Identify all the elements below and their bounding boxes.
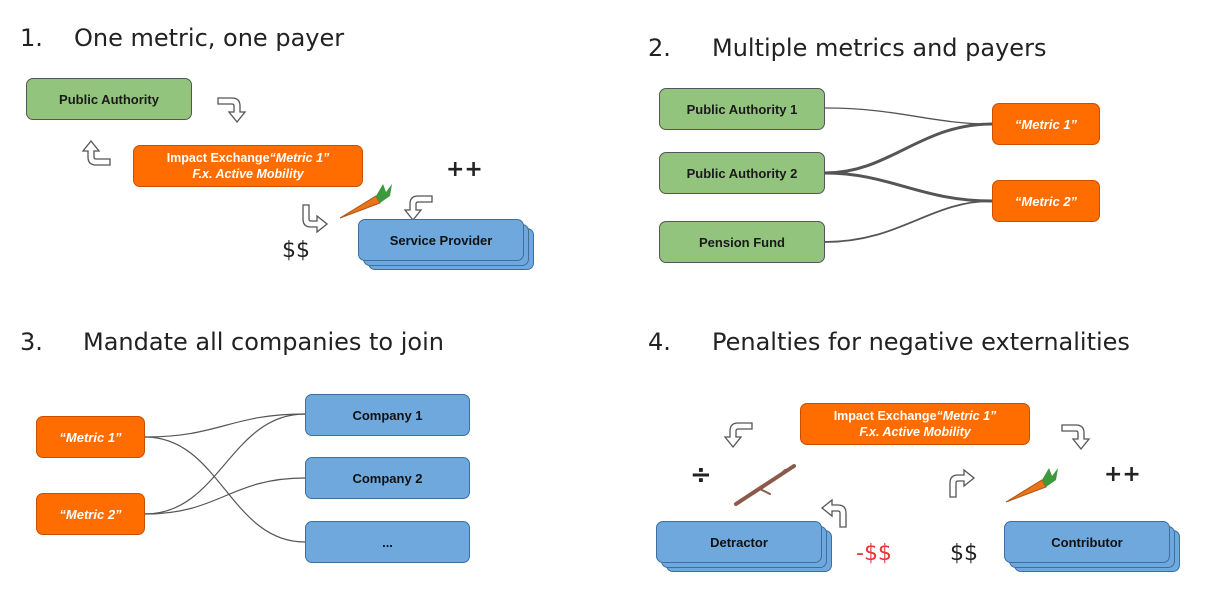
impact-exchange-label: Impact Exchange: [833, 409, 937, 423]
panel-2-title: Multiple metrics and payers: [712, 34, 1047, 62]
curved-arrow-icon: [949, 469, 975, 498]
curved-arrow-icon: [1061, 424, 1090, 450]
curved-arrow-icon: [82, 140, 111, 166]
impact-exchange-box: Impact Exchange“Metric 1” F.x. Active Mo…: [800, 403, 1030, 445]
reward-label: ++: [1104, 462, 1141, 487]
metric-box: “Metric 2”: [36, 493, 145, 535]
company-box: ...: [305, 521, 470, 563]
contributor-box: Contributor: [1004, 521, 1170, 563]
detractor-box: Detractor: [656, 521, 822, 563]
panel-4-title: Penalties for negative externalities: [712, 328, 1130, 356]
panel-2-heading: 2. Multiple metrics and payers: [648, 34, 1046, 62]
curved-arrow-icon: [404, 195, 433, 221]
payer-box: Pension Fund: [659, 221, 825, 263]
impact-exchange-metric: “Metric 1”: [269, 151, 330, 165]
impact-exchange-title: Impact Exchange“Metric 1”: [834, 408, 997, 424]
curved-arrow-icon: [302, 204, 328, 233]
metric-box: “Metric 1”: [36, 416, 145, 458]
stick-icon: [734, 464, 796, 506]
panel-4-heading: 4. Penalties for negative externalities: [648, 328, 1130, 356]
metric-company-connections: [144, 413, 306, 543]
payer-box: Public Authority 1: [659, 88, 825, 130]
payer-metric-connections: [824, 107, 993, 243]
panel-3-title: Mandate all companies to join: [83, 328, 444, 356]
panel-3-number: 3.: [20, 328, 43, 356]
carrot-icon: [339, 184, 392, 219]
service-provider-box: Service Provider: [358, 219, 524, 261]
panel-1-heading: 1. One metric, one payer: [20, 24, 344, 52]
panel-4-number: 4.: [648, 328, 671, 356]
payment-label: $$: [950, 541, 978, 566]
company-box: Company 2: [305, 457, 470, 499]
panel-1-title: One metric, one payer: [74, 24, 345, 52]
metric-box: “Metric 2”: [992, 180, 1100, 222]
panel-1-number: 1.: [20, 24, 43, 52]
impact-exchange-title: Impact Exchange“Metric 1”: [167, 150, 330, 166]
impact-exchange-metric: “Metric 1”: [936, 409, 997, 423]
impact-exchange-box: Impact Exchange“Metric 1” F.x. Active Mo…: [133, 145, 363, 187]
curved-arrow-icon: [724, 422, 753, 448]
panel-2-number: 2.: [648, 34, 671, 62]
impact-exchange-label: Impact Exchange: [166, 151, 270, 165]
public-authority-box: Public Authority: [26, 78, 192, 120]
impact-exchange-subtitle: F.x. Active Mobility: [192, 167, 304, 181]
payment-label: $$: [282, 238, 310, 263]
impact-exchange-subtitle: F.x. Active Mobility: [859, 425, 971, 439]
metric-box: “Metric 1”: [992, 103, 1100, 145]
divide-label: ÷: [690, 460, 712, 490]
penalty-label: -$$: [856, 541, 892, 566]
reward-label: ++: [446, 157, 483, 182]
panel-3-heading: 3. Mandate all companies to join: [20, 328, 444, 356]
curved-arrow-icon: [821, 499, 847, 528]
carrot-icon: [1005, 468, 1058, 503]
company-box: Company 1: [305, 394, 470, 436]
curved-arrow-icon: [217, 97, 246, 123]
payer-box: Public Authority 2: [659, 152, 825, 194]
